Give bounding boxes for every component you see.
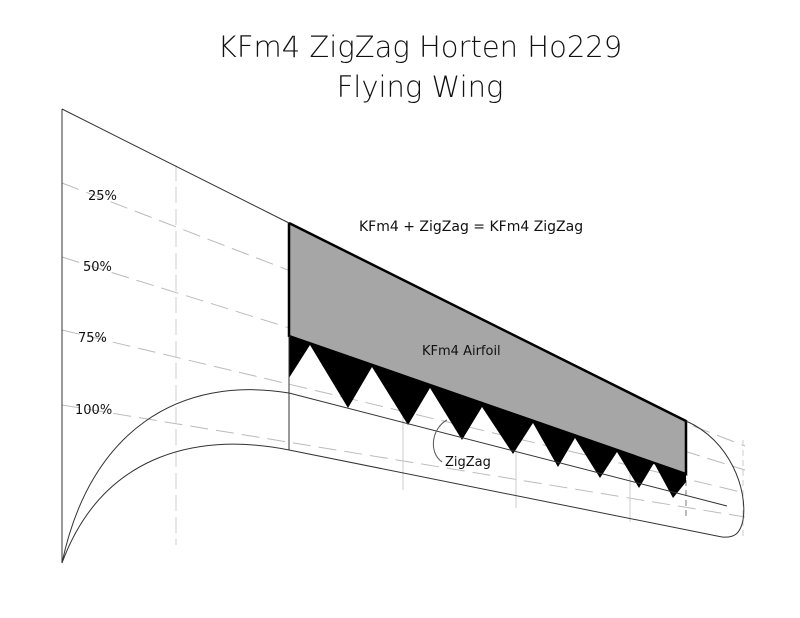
label-100-percent: 100% [75,403,113,418]
label-75-percent: 75% [78,331,107,346]
title-line-2: Flying Wing [336,70,504,104]
equation-label: KFm4 + ZigZag = KFm4 ZigZag [359,219,584,235]
title-line-1: KFm4 ZigZag Horten Ho229 [217,30,623,64]
airfoil-outline [287,221,688,476]
wing-outline [61,108,745,564]
guide-50 [61,256,746,471]
label-50-percent: 50% [83,260,112,275]
zigzag-region [289,336,686,498]
kfm4-airfoil-region [289,223,686,474]
airfoil-label: KFm4 Airfoil [422,344,501,359]
zigzag-label: ZigZag [445,455,491,470]
label-25-percent: 25% [88,189,117,204]
